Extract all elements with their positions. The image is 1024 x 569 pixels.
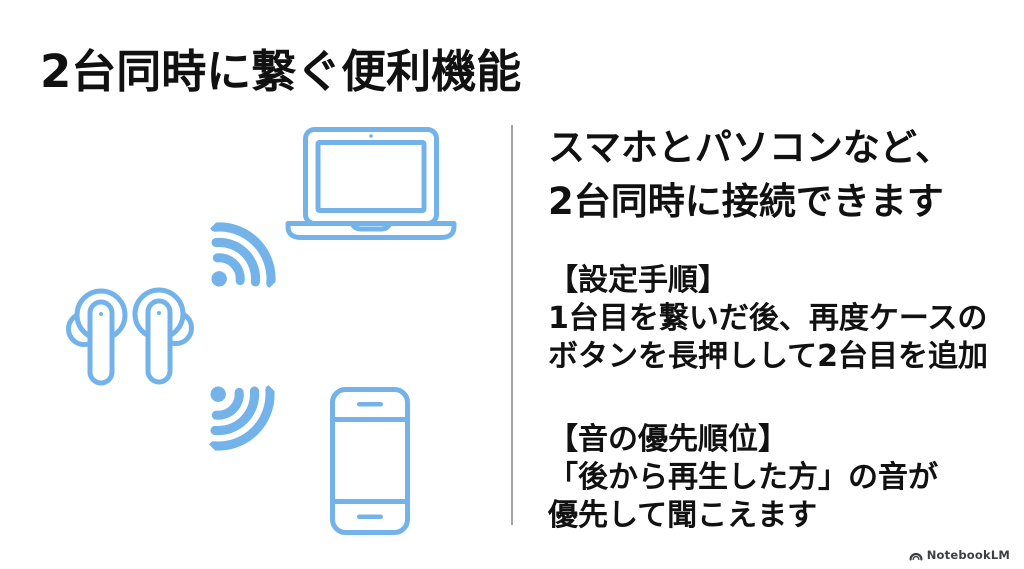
section-setup-line-2: ボタンを長押しして2台目を追加	[548, 339, 988, 374]
section-setup-steps: 【設定手順】 1台目を繋いだ後、再度ケースの ボタンを長押しして2台目を追加	[548, 262, 988, 376]
earbuds-icon	[66, 287, 194, 386]
slide-title: 2台同時に繋ぐ便利機能	[40, 45, 522, 98]
watermark-text: NotebookLM	[926, 548, 1010, 562]
laptop-icon	[285, 127, 457, 240]
notebooklm-logo-icon	[909, 552, 923, 561]
watermark: NotebookLM	[909, 548, 1010, 562]
section-setup-label: 【設定手順】	[548, 263, 728, 298]
heading-line-1: スマホとパソコンなど、	[548, 126, 953, 169]
wifi-signal-down-icon	[209, 385, 275, 451]
smartphone-icon	[330, 387, 410, 535]
section-priority-line-1: 「後から再生した方」の音が	[548, 460, 938, 495]
section-setup-line-1: 1台目を繋いだ後、再度ケースの	[548, 301, 988, 336]
vertical-divider	[511, 125, 513, 525]
heading: スマホとパソコンなど、 2台同時に接続できます	[548, 121, 952, 229]
section-priority-line-2: 優先して聞こえます	[548, 498, 818, 533]
wifi-signal-up-icon	[210, 222, 276, 288]
section-priority-label: 【音の優先順位】	[548, 422, 788, 457]
section-sound-priority: 【音の優先順位】 「後から再生した方」の音が 優先して聞こえます	[548, 421, 938, 535]
heading-line-2: 2台同時に接続できます	[548, 180, 944, 223]
